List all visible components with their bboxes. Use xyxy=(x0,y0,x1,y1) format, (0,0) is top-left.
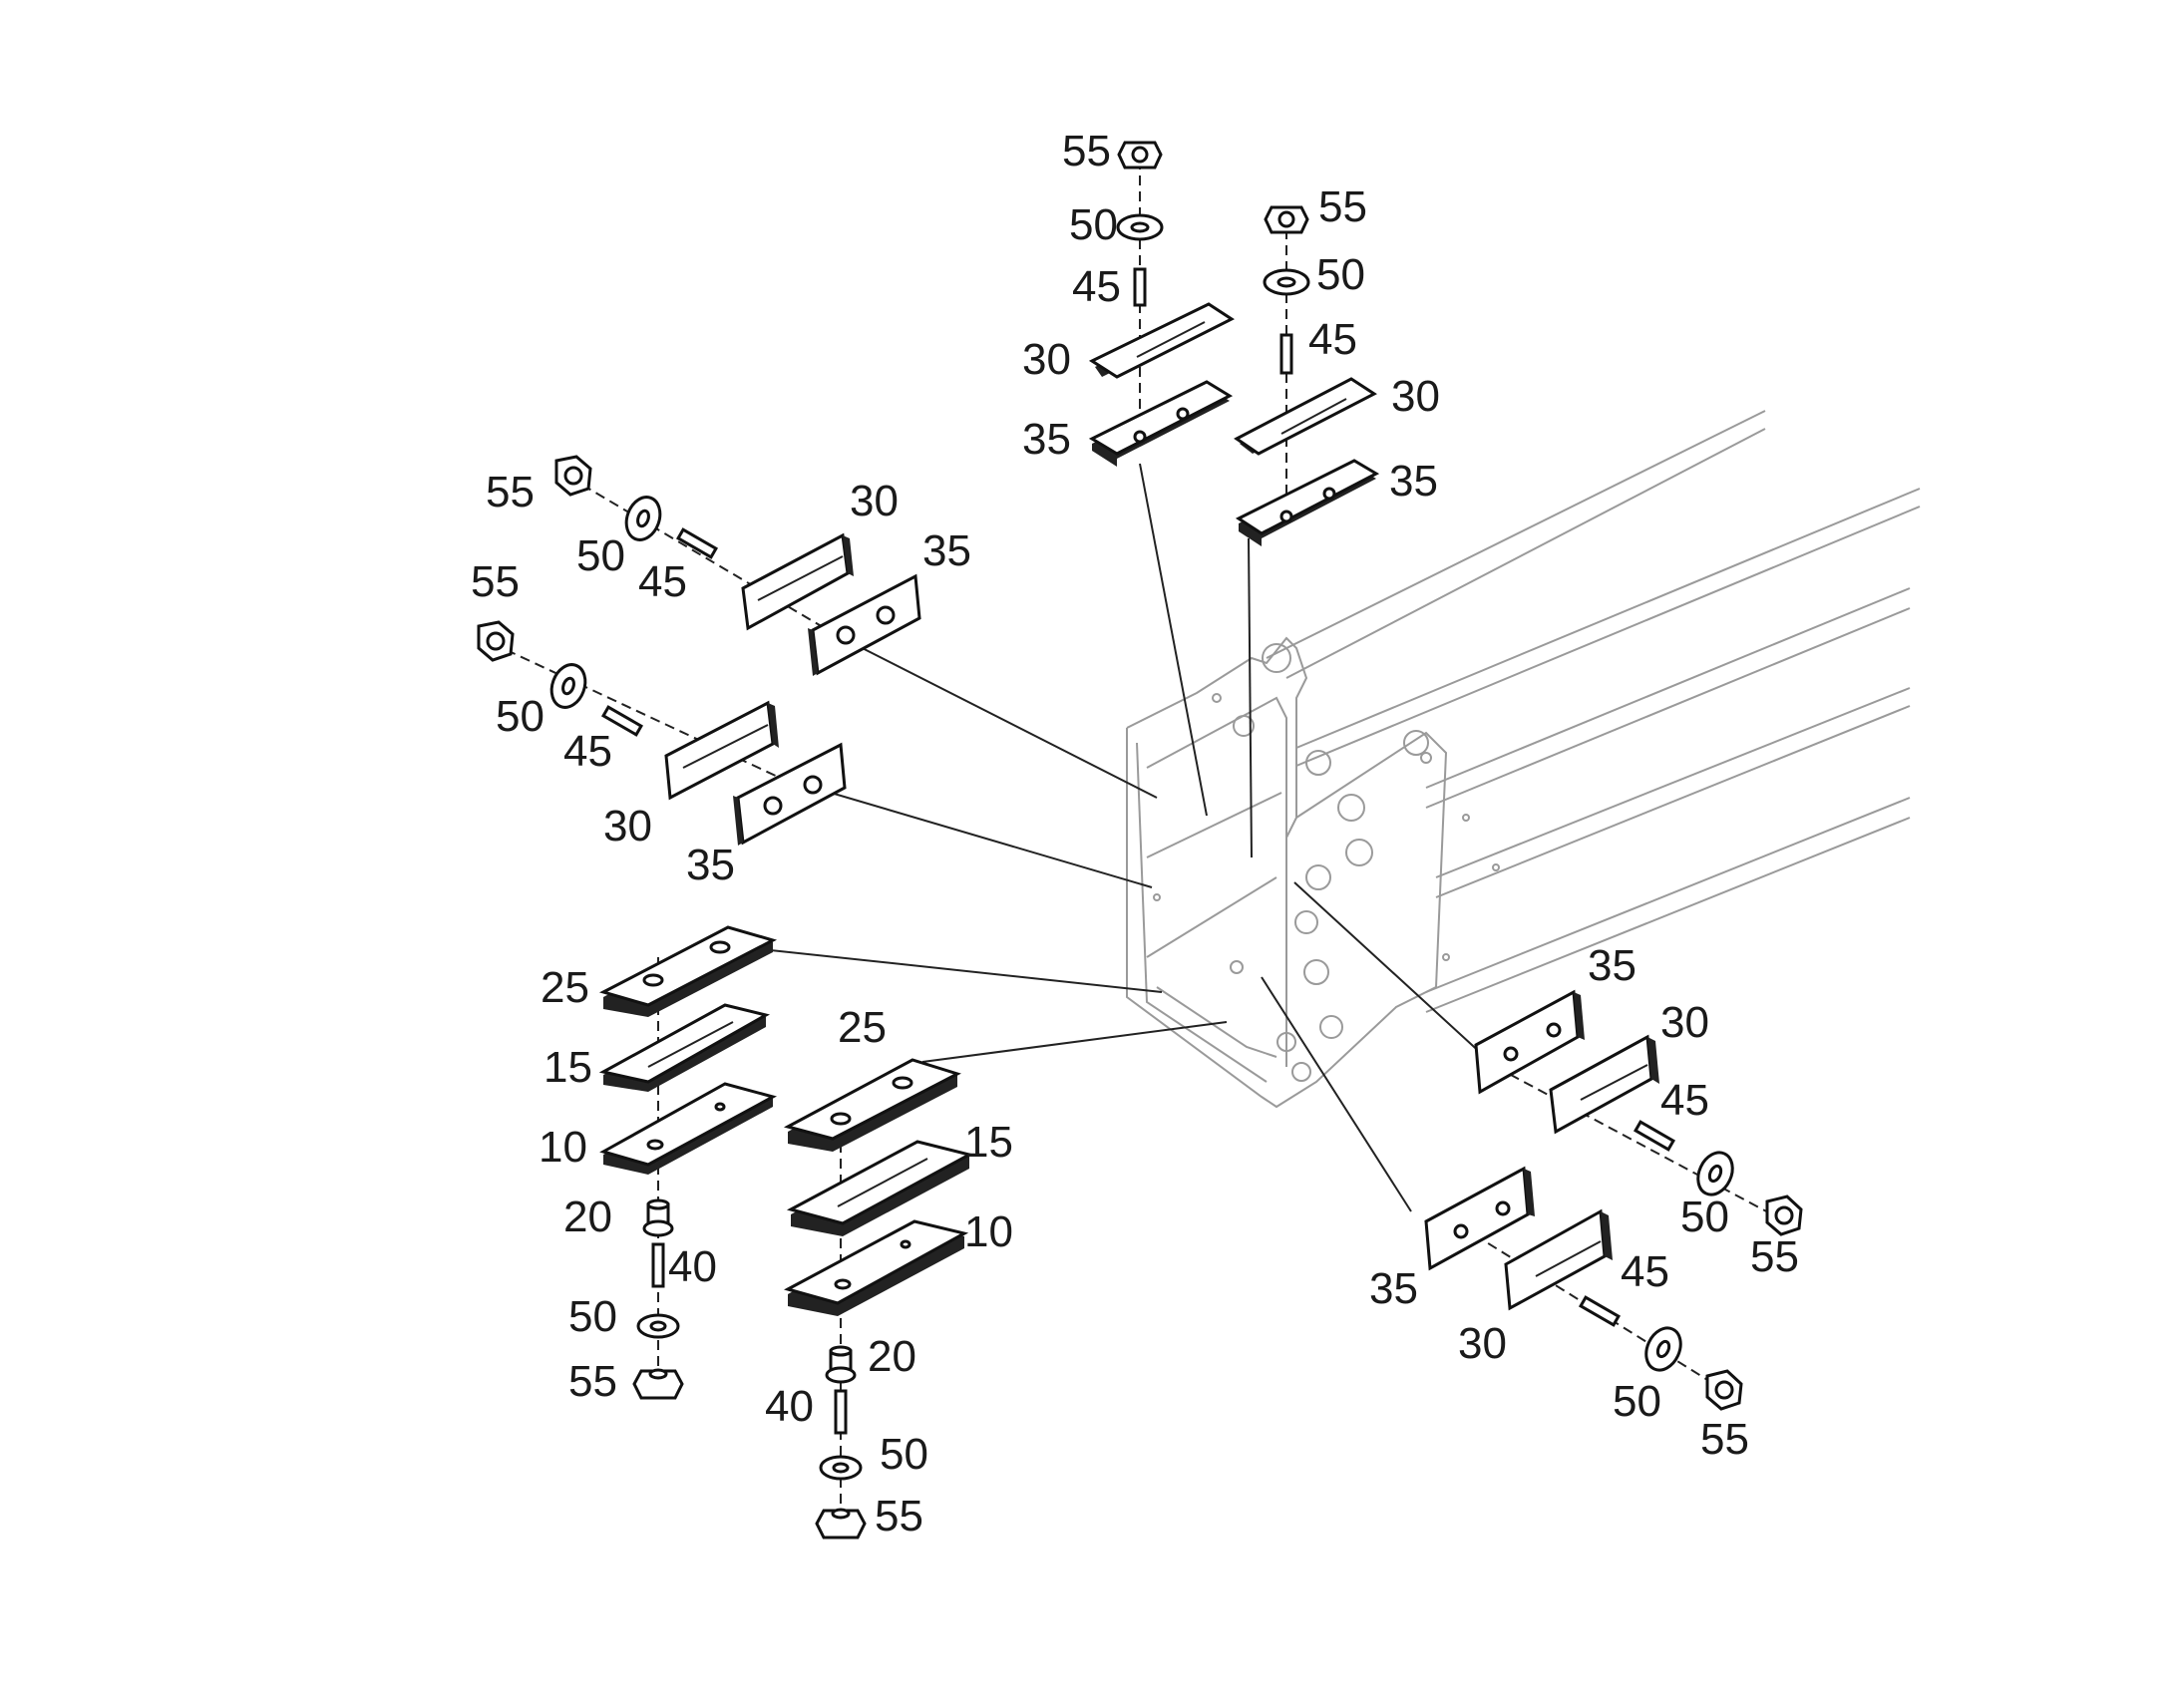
callout-label: 30 xyxy=(603,802,652,851)
callout-label: 55 xyxy=(1750,1232,1799,1281)
callout-label: 30 xyxy=(850,477,899,525)
callout-label: 55 xyxy=(1700,1415,1749,1464)
callout-label: 10 xyxy=(964,1207,1013,1256)
leader-lines xyxy=(742,463,1497,1212)
nut-icon xyxy=(815,1509,867,1539)
callout-label: 35 xyxy=(686,841,735,889)
right-lower-hardware-stack xyxy=(1424,1166,1743,1411)
stud-icon xyxy=(675,527,719,559)
bushing-icon xyxy=(642,1198,674,1237)
pad-plate-icon xyxy=(1424,1166,1535,1271)
callout-label: 50 xyxy=(1680,1193,1729,1241)
callout-label: 45 xyxy=(563,727,612,776)
slotted-shim-icon xyxy=(1088,302,1236,379)
callout-label: 50 xyxy=(496,692,545,741)
callout-label: 45 xyxy=(1660,1076,1709,1125)
callout-label: 30 xyxy=(1660,998,1709,1047)
top-left-hardware-stack xyxy=(1088,141,1236,467)
callout-label: 35 xyxy=(1389,457,1438,506)
stud-icon xyxy=(600,705,644,737)
top-right-hardware-stack xyxy=(1234,205,1380,546)
callout-label: 35 xyxy=(1369,1264,1418,1313)
callout-label: 15 xyxy=(964,1118,1013,1167)
callout-label: 20 xyxy=(868,1332,916,1381)
callout-label: 45 xyxy=(1072,262,1121,311)
callout-label: 20 xyxy=(563,1193,612,1241)
callout-label: 35 xyxy=(922,526,971,575)
boom-assembly xyxy=(1126,410,1921,1109)
bottom-left-hardware-stack xyxy=(598,925,778,1400)
callout-label: 55 xyxy=(1318,182,1367,231)
slotted-shim-icon xyxy=(1504,1208,1613,1311)
slotted-shim-icon xyxy=(598,1003,771,1092)
callout-label: 40 xyxy=(765,1382,814,1431)
callout-label: 50 xyxy=(1069,200,1118,249)
callout-label: 55 xyxy=(875,1492,923,1540)
callout-label: 15 xyxy=(544,1043,592,1092)
right-upper-hardware-stack xyxy=(1474,989,1803,1236)
callout-label: 55 xyxy=(486,468,535,516)
slotted-shim-icon xyxy=(1549,1034,1659,1135)
callout-label: 35 xyxy=(1022,415,1071,464)
callout-label: 30 xyxy=(1022,335,1071,384)
callout-label: 50 xyxy=(568,1292,617,1341)
stud-icon xyxy=(651,1242,665,1288)
callout-label: 50 xyxy=(576,531,625,580)
callout-label: 40 xyxy=(668,1242,717,1291)
stud-icon xyxy=(834,1389,848,1435)
stud-icon xyxy=(1279,333,1293,375)
callout-label: 25 xyxy=(838,1003,887,1052)
stud-icon xyxy=(1578,1295,1622,1327)
callout-label: 35 xyxy=(1588,941,1636,990)
callout-label: 30 xyxy=(1458,1319,1507,1368)
pad-plate-icon xyxy=(1474,989,1585,1095)
callout-label: 25 xyxy=(541,963,589,1012)
callout-label: 55 xyxy=(471,557,520,606)
base-plate-icon xyxy=(599,1082,778,1175)
bushing-icon xyxy=(825,1345,857,1384)
bottom-middle-hardware-stack xyxy=(783,1058,974,1539)
callout-label: 50 xyxy=(880,1430,928,1479)
pad-plate-icon xyxy=(733,742,847,846)
pad-plate-icon xyxy=(1088,380,1234,467)
base-plate-icon xyxy=(784,1219,969,1316)
pad-plate-icon xyxy=(808,573,921,676)
pad-plate-icon xyxy=(1235,459,1380,546)
callout-label: 55 xyxy=(568,1357,617,1406)
top-plate-icon xyxy=(598,925,778,1017)
slotted-shim-icon xyxy=(664,700,779,801)
callout-label: 50 xyxy=(1613,1377,1661,1426)
left-upper-hardware-stack xyxy=(554,455,921,676)
callout-label: 50 xyxy=(1316,250,1365,299)
callout-label: 55 xyxy=(1062,127,1111,175)
callout-label: 45 xyxy=(638,557,687,606)
callout-label: 45 xyxy=(1621,1247,1669,1296)
slotted-shim-icon xyxy=(1234,377,1377,456)
slotted-shim-icon xyxy=(786,1140,974,1236)
top-plate-icon xyxy=(783,1058,961,1152)
left-lower-hardware-stack xyxy=(477,620,847,846)
slotted-shim-icon xyxy=(741,532,854,631)
callout-label: 10 xyxy=(539,1123,587,1172)
stud-icon xyxy=(1633,1120,1676,1152)
nut-icon xyxy=(632,1369,684,1400)
stud-icon xyxy=(1133,267,1147,307)
callout-label: 30 xyxy=(1391,372,1440,421)
callout-label: 45 xyxy=(1308,315,1357,364)
callout-labels: 55 50 45 30 35 55 50 45 30 35 55 50 45 3… xyxy=(471,127,1799,1540)
